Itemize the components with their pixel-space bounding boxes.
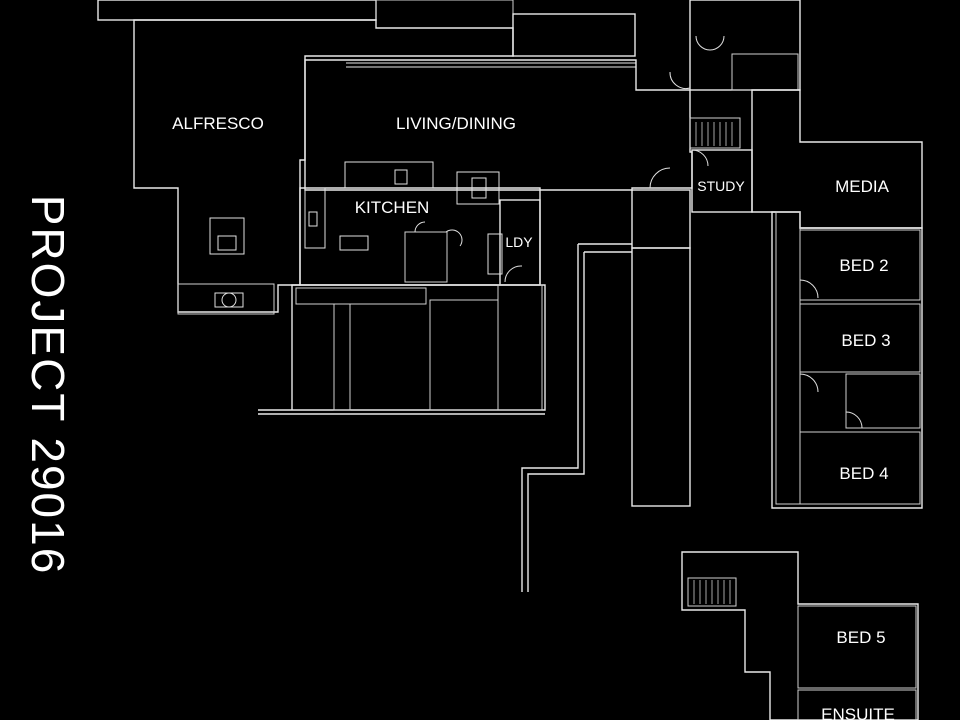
label-kitchen: KITCHEN bbox=[355, 198, 430, 217]
pool-deck bbox=[258, 284, 546, 415]
label-alfresco: ALFRESCO bbox=[172, 114, 264, 133]
label-study: STUDY bbox=[697, 178, 745, 194]
label-media: MEDIA bbox=[835, 177, 890, 196]
terrace-top bbox=[97, 0, 636, 57]
kitchen-area bbox=[299, 161, 541, 286]
living-dining-area bbox=[304, 59, 741, 191]
label-bed4: BED 4 bbox=[839, 464, 888, 483]
bedroom-wing bbox=[771, 211, 923, 509]
label-bed3: BED 3 bbox=[841, 331, 890, 350]
project-title: PROJECT 29016 bbox=[22, 195, 74, 576]
entry-wing bbox=[669, 0, 801, 91]
walkway bbox=[521, 189, 691, 592]
label-bed5: BED 5 bbox=[836, 628, 885, 647]
label-bed2: BED 2 bbox=[839, 256, 888, 275]
label-ldy: LDY bbox=[505, 234, 533, 250]
media-room bbox=[751, 89, 923, 229]
alfresco-area bbox=[133, 19, 514, 315]
lower-wing bbox=[681, 551, 919, 720]
label-living-dining: LIVING/DINING bbox=[396, 114, 516, 133]
label-ensuite: ENSUITE bbox=[821, 705, 895, 720]
